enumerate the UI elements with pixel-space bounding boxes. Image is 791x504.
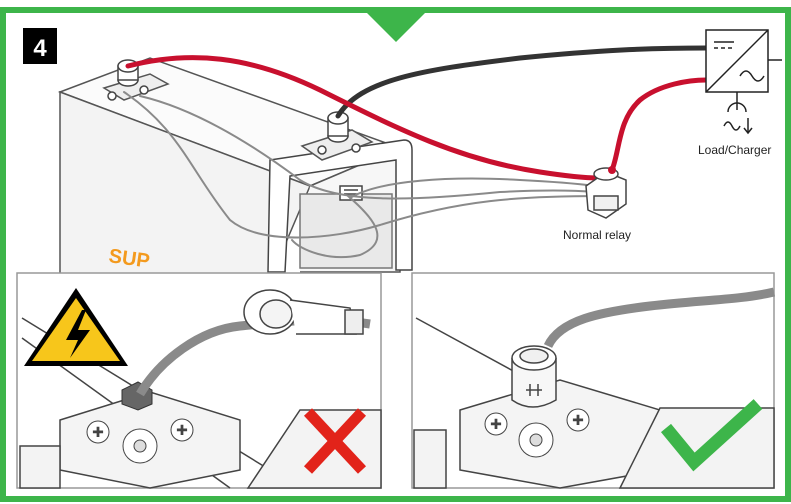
correct-connection-panel: ✚ ✚ [411,272,776,489]
red-wire-battery [125,55,601,181]
svg-text:✚: ✚ [176,422,188,438]
down-triangle-tab-icon [364,10,428,42]
gray-wire-3 [349,177,597,199]
high-voltage-warning-icon [24,288,128,366]
step-badge: 4 [23,28,57,64]
green-check-icon [660,399,763,472]
svg-text:✚: ✚ [490,416,502,432]
step-number: 4 [33,35,47,62]
black-wire [335,45,709,119]
red-wire-inverter [609,77,709,173]
svg-text:✚: ✚ [572,412,584,428]
wiring [123,45,709,259]
inverter-charger-icon [705,29,782,110]
svg-text:✚: ✚ [92,424,104,440]
gray-wire-4 [291,195,379,259]
load-charger-label: Load/Charger [698,143,771,157]
ac-load-icon [723,102,753,135]
battery [57,57,413,281]
gray-wire-1 [123,91,601,239]
normal-relay-label: Normal relay [563,228,631,242]
normal-relay [585,166,627,219]
negative-terminal [317,111,361,155]
gray-wire-2 [139,95,597,200]
positive-terminal [107,59,149,101]
red-cross-icon [303,408,367,474]
